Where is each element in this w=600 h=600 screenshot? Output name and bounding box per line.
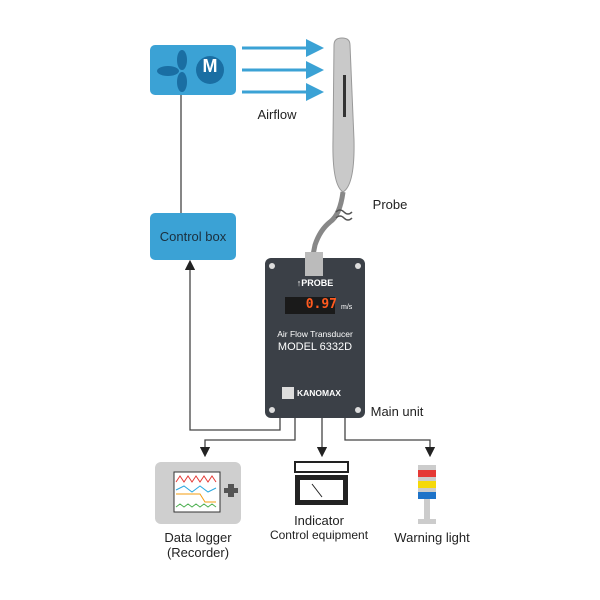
- main-unit-label: Main unit: [370, 404, 424, 419]
- main-unit: ↑PROBE 0.97 m/s Air Flow Transducer MODE…: [265, 258, 365, 418]
- motor-icon: [196, 56, 224, 84]
- main-unit-body: [265, 252, 365, 418]
- connection-lines: [180, 95, 436, 458]
- airflow-arrows: [242, 39, 324, 101]
- control-box: Control box: [150, 213, 236, 260]
- indicator-label: Indicator: [294, 513, 344, 528]
- control-equipment-label: Control equipment: [269, 528, 369, 542]
- data-logger-label: Data logger: [164, 530, 232, 545]
- model-number: MODEL 6332D: [277, 341, 353, 353]
- warning-light-label: Warning light: [394, 530, 470, 545]
- unit-label: m/s: [341, 304, 353, 311]
- probe: [309, 37, 355, 261]
- probe-label: Probe: [372, 197, 408, 212]
- fan-icon: [157, 50, 187, 92]
- control-box-label: Control box: [159, 229, 227, 244]
- airflow-label: Airflow: [257, 107, 297, 122]
- airspeed-display: 0.97: [305, 297, 337, 312]
- indicator-icon: [294, 461, 349, 505]
- recorder-label: (Recorder): [166, 545, 230, 560]
- data-logger-icon: [155, 462, 241, 524]
- kanomax-logo-icon: [282, 387, 294, 399]
- probe-port-label: ↑PROBE: [296, 278, 334, 288]
- fan-unit: [150, 45, 236, 95]
- motor-letter: M: [202, 56, 218, 76]
- device-name: Air Flow Transducer: [277, 329, 353, 339]
- warning-light-icon: [418, 465, 436, 524]
- brand-label: KANOMAX: [297, 388, 341, 398]
